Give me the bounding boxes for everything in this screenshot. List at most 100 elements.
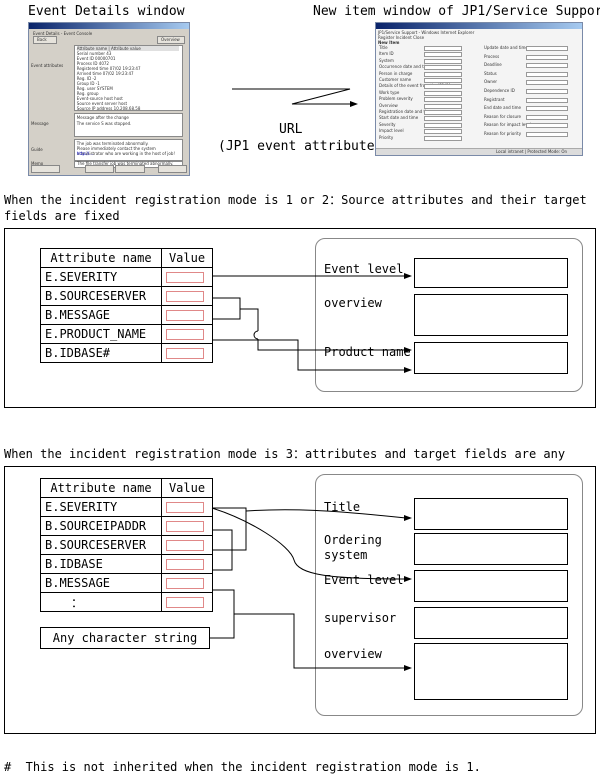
sd-field-input[interactable] (424, 58, 462, 64)
sd-field-input[interactable] (424, 84, 462, 90)
table-row: B.SOURCESERVER (40, 286, 213, 306)
sd-right-field-input[interactable] (526, 123, 568, 129)
sd-field-input[interactable] (424, 129, 462, 135)
event-attr-row: Event ID 00000701 (76, 56, 116, 61)
mode3-overview-box (414, 643, 568, 700)
sd-field-input[interactable] (424, 71, 462, 77)
mode12-product-name-box (414, 342, 568, 374)
value-cell (161, 592, 213, 612)
mode12-attribute-table: Attribute name Value E.SEVERITY B.SOURCE… (40, 248, 213, 363)
url-label: URL (279, 122, 303, 137)
sd-field-input[interactable] (424, 122, 462, 128)
service-support-window-thumbnail: JP1/Service Support - Windows Internet E… (375, 22, 583, 156)
sd-right-field-input[interactable] (526, 132, 568, 137)
sd-right-field-input[interactable] (526, 46, 568, 51)
message-checkbox-after[interactable]: Message after the change (76, 115, 129, 120)
table-row: B.MESSAGE (40, 573, 213, 593)
sd-right-field-label: Registrant (484, 96, 505, 102)
guide-text-2: Please immediately contact the system ad… (76, 146, 176, 156)
value-cell (161, 554, 213, 574)
value-cell (161, 497, 213, 517)
sd-field-input[interactable] (424, 52, 462, 58)
sd-field-input[interactable] (424, 46, 462, 51)
sd-field-label: Impact level (379, 128, 404, 134)
sd-titlebar (376, 23, 582, 29)
mode12-field-overview: overview (324, 296, 382, 310)
sd-menu[interactable]: Register Incident Close (378, 35, 425, 40)
sd-field-label: Priority (379, 134, 394, 140)
sd-right-field-input[interactable] (526, 106, 568, 112)
sd-field-input[interactable] (424, 135, 462, 141)
sd-right-field-input[interactable] (526, 54, 568, 60)
sd-field-input[interactable] (424, 78, 462, 83)
event-attr-row: Source event server host (76, 101, 128, 106)
sd-right-field-label: Reason for closure (484, 113, 522, 119)
sd-right-field-input[interactable] (526, 63, 568, 69)
sd-right-field-input[interactable] (526, 80, 568, 86)
sd-right-field-input[interactable] (526, 89, 568, 94)
sd-field-label: Problem severity (379, 96, 413, 102)
sd-field-input[interactable] (424, 116, 462, 122)
event-attr-row: Group ID -1 (76, 81, 100, 86)
mode12-attr-idbase: B.IDBASE# (40, 343, 162, 363)
mode12-event-level-box (414, 258, 568, 288)
event-attr-row: Arrived time 07/02 19:23:47 (76, 71, 134, 76)
mode12-header-attribute-name: Attribute name (40, 248, 162, 268)
help-button[interactable] (157, 165, 187, 173)
new-item-caption: New item window of JP1/Service Support (313, 4, 600, 19)
mode12-attr-sourceserver: B.SOURCESERVER (40, 286, 162, 306)
guide-link[interactable]: http://... (76, 151, 93, 156)
event-attr-row: Serial number 43 (76, 51, 112, 56)
sd-field-label: Item ID (379, 51, 394, 57)
sd-right-field-input[interactable] (526, 97, 568, 103)
value-cell (161, 535, 213, 555)
table-row: B.SOURCESERVER (40, 535, 213, 555)
table-row: B.IDBASE (40, 554, 213, 574)
source-log-button[interactable] (85, 165, 115, 173)
sd-right-field-label: Update date and time (484, 45, 528, 50)
sd-field-label: Overview (379, 102, 398, 108)
sd-field-label: Registration date and time (379, 109, 433, 114)
guide-area: The job was terminated abnormally. Pleas… (73, 139, 183, 161)
table-row: ： (40, 592, 213, 612)
mode12-field-event-level: Event level (324, 262, 404, 276)
overview-button[interactable]: Overview (157, 36, 185, 44)
section-memo: Memo (31, 161, 44, 166)
event-attr-row: Reg. group (76, 91, 99, 96)
mode3-caption: When the incident registration mode is 3… (4, 447, 566, 461)
mode3-event-level-box (414, 570, 568, 602)
mode3-field-title: Title (324, 500, 361, 514)
mode12-overview-box (414, 294, 568, 336)
event-attr-row: Reg. user SYSTEM (76, 86, 113, 91)
sd-field-label: Details of the event from the JP1/IM (379, 83, 451, 89)
sd-field-input[interactable] (424, 97, 462, 103)
sd-right-field-input[interactable] (526, 114, 568, 120)
sd-field-input[interactable] (424, 110, 462, 115)
value-cell (161, 516, 213, 536)
sd-field-input[interactable] (424, 103, 462, 109)
sd-field-input[interactable] (424, 90, 462, 96)
register-incident-button[interactable] (115, 165, 145, 173)
previous-command-button[interactable] (31, 165, 61, 173)
event-attr-header: Attribute name | Attribute value (76, 46, 180, 51)
event-attr-row: Reg. ID -2 (76, 76, 97, 81)
sd-window-title: JP1/Service Support - Windows Internet E… (378, 30, 475, 35)
sd-right-field-input[interactable] (526, 71, 568, 77)
sd-field-label: Start date and time (379, 115, 419, 121)
mode3-title-box (414, 498, 568, 530)
sd-right-field-label: Deadline (484, 62, 502, 68)
section-event-attributes: Event attributes (31, 63, 64, 68)
sd-right-field-label: Owner (484, 79, 498, 85)
sd-field-label: Occurrence date and time (379, 64, 432, 70)
sd-field-input[interactable] (424, 65, 462, 71)
back-button[interactable]: Back (33, 36, 57, 44)
event-attr-row: Process ID 4072 (76, 61, 109, 66)
sd-status-bar: Local intranet | Protected Mode: On (376, 148, 582, 155)
event-attr-row: Registered time 07/02 19:23:47 (76, 66, 141, 71)
sd-field-label: Severity (379, 121, 396, 127)
event-details-window-thumbnail: Event Details - Event Console Back Overv… (28, 22, 190, 176)
mode3-field-overview: overview (324, 647, 382, 661)
